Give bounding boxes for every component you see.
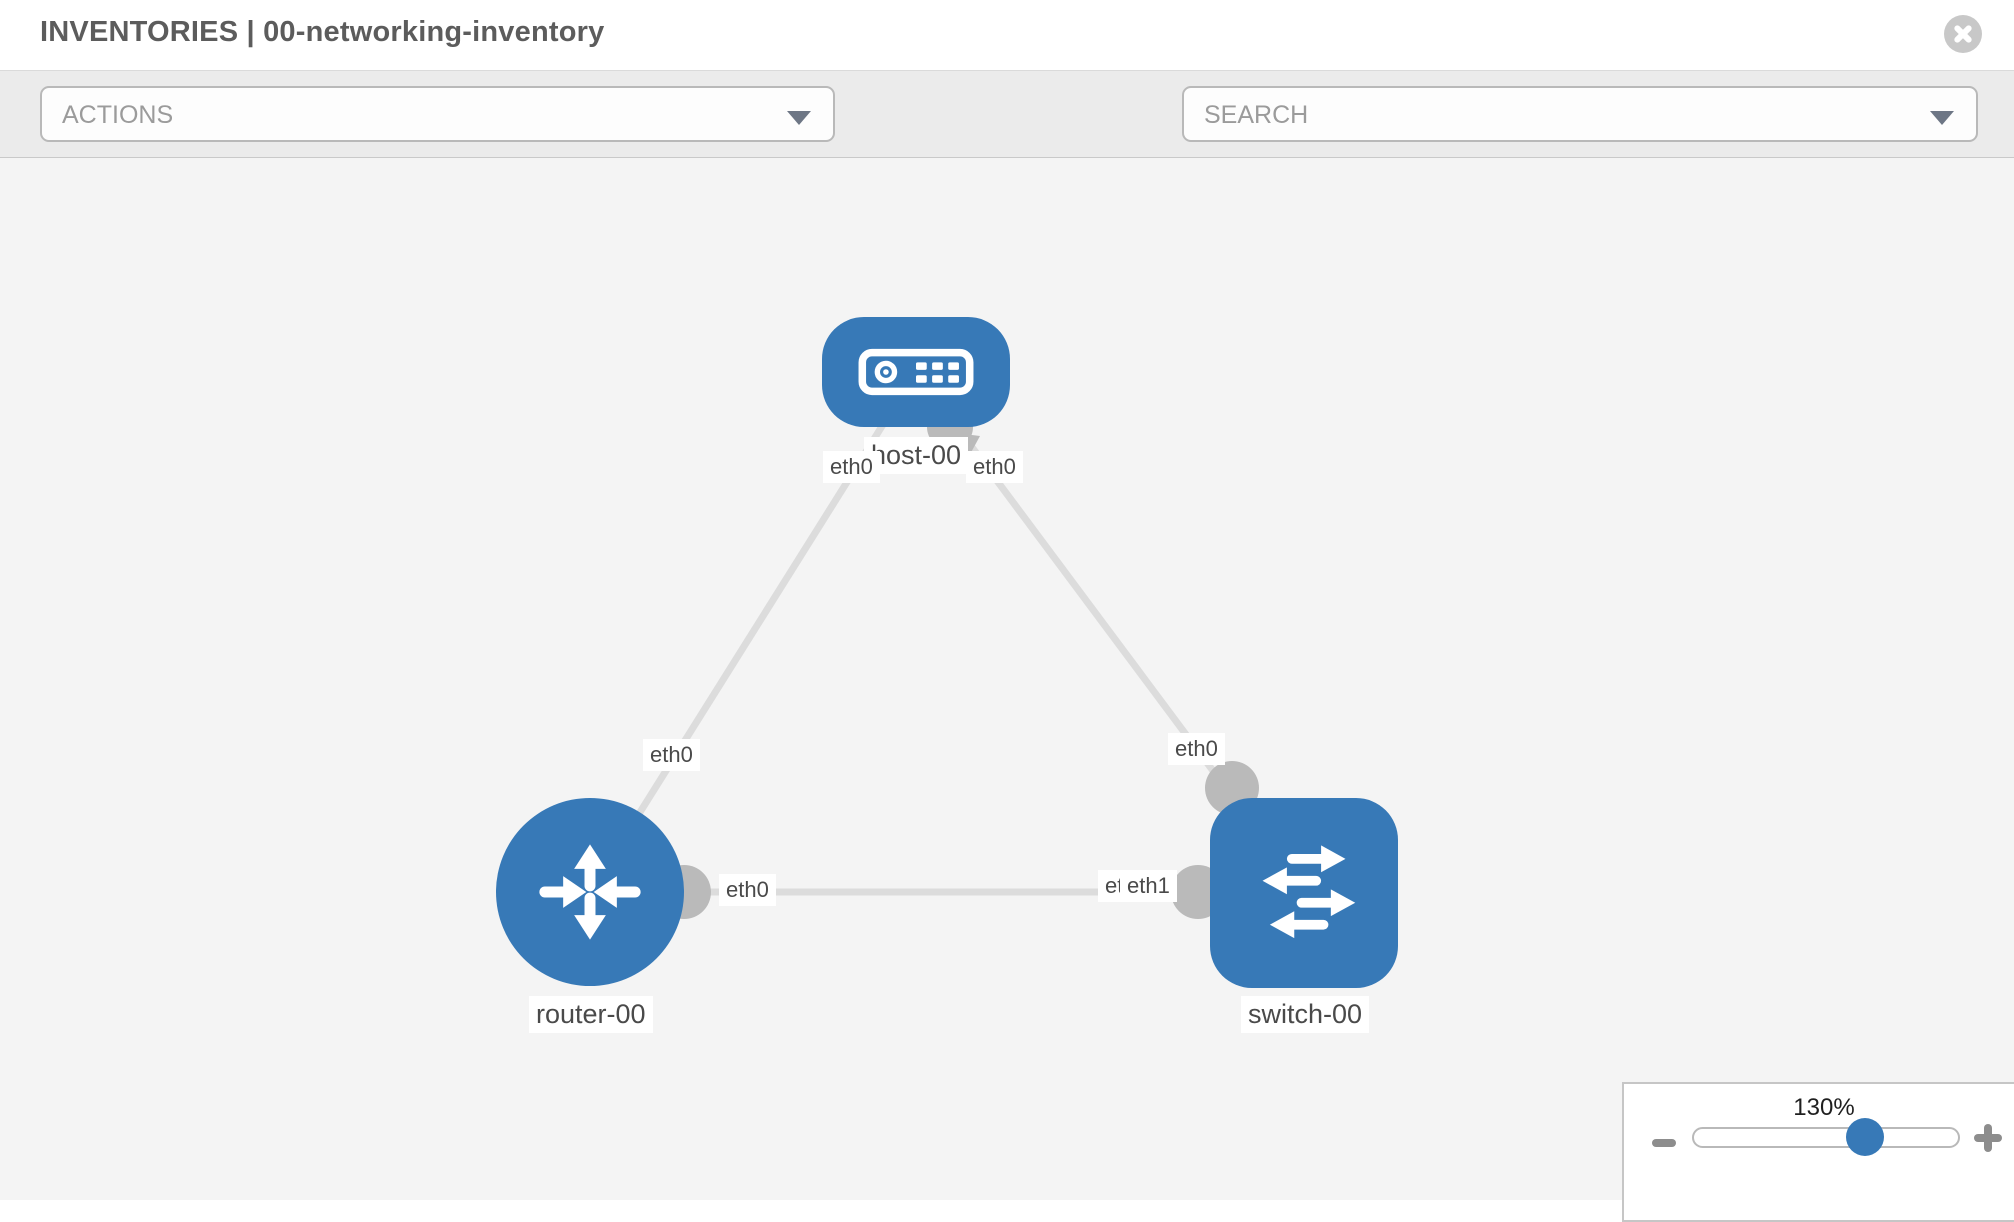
toolbar: ACTIONS SEARCH: [0, 70, 2014, 199]
zoom-slider-thumb[interactable]: [1846, 1118, 1884, 1156]
actions-dropdown[interactable]: ACTIONS: [40, 86, 835, 142]
iface-label: eth0: [966, 451, 1023, 483]
topology-canvas[interactable]: host-00 router-00 switch-00 eth0 eth0 et…: [0, 158, 2014, 1222]
node-router-00[interactable]: [496, 798, 684, 986]
chevron-down-icon: [787, 111, 811, 125]
window-header: INVENTORIES | 00-networking-inventory: [0, 0, 2014, 70]
node-host-00[interactable]: [822, 317, 1010, 427]
node-label-router: router-00: [529, 996, 653, 1033]
chevron-down-icon: [1930, 111, 1954, 125]
page-title: INVENTORIES | 00-networking-inventory: [40, 16, 605, 48]
zoom-slider-track[interactable]: [1692, 1127, 1960, 1148]
iface-label: eth0: [1168, 733, 1225, 765]
search-dropdown-label: SEARCH: [1204, 101, 1309, 129]
iface-label: eth1: [1120, 870, 1177, 902]
node-label-switch: switch-00: [1241, 996, 1370, 1033]
router-arrows-icon: [539, 844, 641, 940]
node-switch-00[interactable]: [1210, 798, 1398, 988]
iface-label: eth0: [643, 739, 700, 771]
zoom-in-button[interactable]: [1974, 1124, 2002, 1152]
node-label-host: host-00: [864, 437, 969, 474]
iface-label: eth0: [719, 874, 776, 906]
server-icon: [858, 348, 974, 396]
iface-label: eth0: [823, 451, 880, 483]
zoom-control-panel: 130%: [1622, 1082, 2014, 1222]
search-dropdown[interactable]: SEARCH: [1182, 86, 1978, 142]
zoom-level-value: 130%: [1793, 1094, 1855, 1121]
actions-dropdown-label: ACTIONS: [62, 101, 174, 129]
switch-arrows-icon: [1262, 845, 1356, 939]
close-icon[interactable]: [1944, 15, 1982, 53]
zoom-out-button[interactable]: [1652, 1139, 1676, 1147]
topology-links: [587, 369, 1307, 919]
